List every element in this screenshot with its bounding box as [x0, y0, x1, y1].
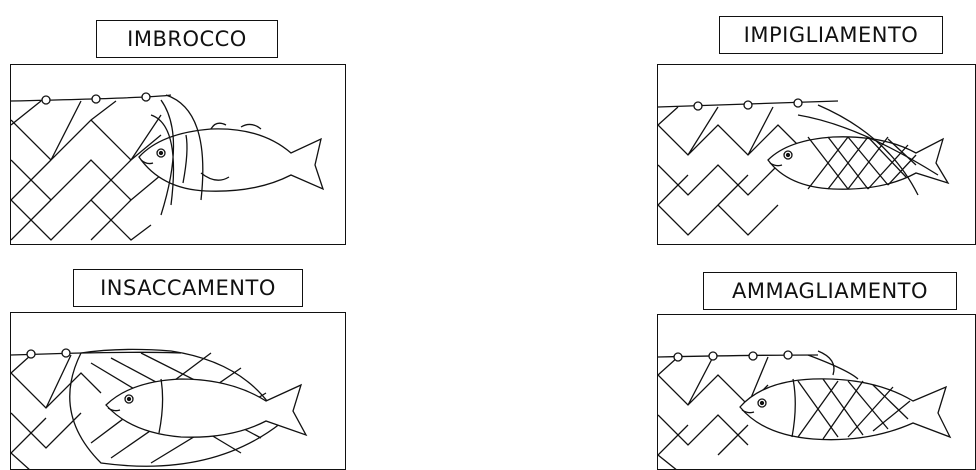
gillnet-fish-illustration — [11, 92, 325, 241]
illustration-frame — [10, 312, 346, 470]
gillnet-fish-illustration — [658, 350, 952, 469]
panel-label: AMMAGLIAMENTO — [703, 272, 957, 310]
gillnet-fish-illustration — [658, 98, 950, 236]
illustration-frame — [657, 314, 976, 470]
panel-label: IMBROCCO — [96, 20, 278, 58]
panel-label: INSACCAMENTO — [73, 269, 303, 307]
gillnet-fish-illustration — [11, 348, 308, 469]
illustration-frame — [657, 64, 976, 245]
panel-label: IMPIGLIAMENTO — [719, 16, 943, 54]
illustration-frame — [10, 64, 346, 245]
